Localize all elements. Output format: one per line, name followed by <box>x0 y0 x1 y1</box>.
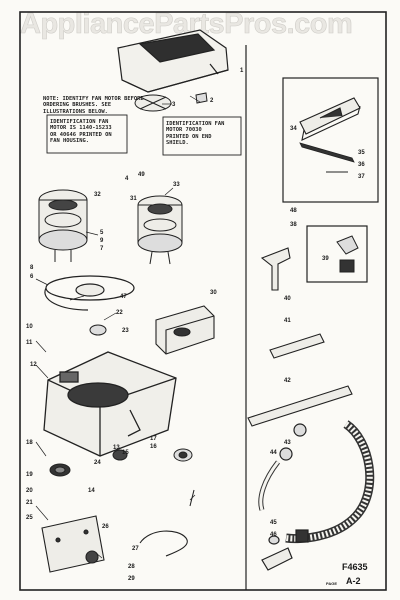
wheel-part <box>112 449 128 461</box>
callout-7: 7 <box>100 246 104 252</box>
callout-37: 37 <box>358 174 365 180</box>
callout-4: 4 <box>125 176 129 182</box>
callout-24: 24 <box>94 460 101 466</box>
callout-1: 1 <box>240 68 244 74</box>
callout-6: 6 <box>30 274 34 280</box>
motor-left-part <box>38 189 88 262</box>
callout-17: 17 <box>150 436 157 442</box>
hose-part <box>258 420 375 571</box>
brush-box <box>282 77 379 203</box>
callout-39: 39 <box>322 256 329 262</box>
callout-22: 22 <box>116 310 123 316</box>
callout-46: 46 <box>270 532 277 538</box>
callout-3: 3 <box>172 102 176 108</box>
callout-34: 34 <box>290 126 297 132</box>
gasket-part <box>44 275 135 311</box>
callout-8: 8 <box>30 265 34 271</box>
callout-31: 31 <box>130 196 137 202</box>
caster-part <box>49 463 71 477</box>
callout-16: 16 <box>150 444 157 450</box>
callout-23: 23 <box>122 328 129 334</box>
callout-45: 45 <box>270 520 277 526</box>
top-housing-part <box>117 29 229 93</box>
fan-part <box>134 92 208 112</box>
motor-right-note: IDENTIFICATION FAN MOTOR 70030 PRINTED O… <box>166 121 225 146</box>
dust-nozzle-part <box>260 247 291 291</box>
callout-47: 47 <box>120 294 127 300</box>
motor-left-note: IDENTIFICATION FAN MOTOR IS 1140-15233 O… <box>50 119 112 144</box>
crevice-brush-part <box>299 142 355 163</box>
callout-28: 28 <box>128 564 135 570</box>
nozzle-box <box>306 225 368 283</box>
callout-38: 38 <box>290 222 297 228</box>
callout-48: 48 <box>290 208 297 214</box>
switch-plate-part <box>41 515 105 573</box>
callout-10: 10 <box>26 324 33 330</box>
callout-14: 14 <box>88 488 95 494</box>
bushing-part <box>89 324 193 462</box>
callout-35: 35 <box>358 150 365 156</box>
callout-30: 30 <box>210 290 217 296</box>
motor-identify-note: NOTE: IDENTIFY FAN MOTOR BEFORE ORDERING… <box>43 96 144 115</box>
callout-26: 26 <box>102 524 109 530</box>
callout-33: 33 <box>173 182 180 188</box>
leader-lines <box>35 95 201 559</box>
callout-27: 27 <box>132 546 139 552</box>
motor-note-left-frame <box>46 114 128 154</box>
filter-panel-part <box>155 305 215 355</box>
motor-right-part <box>137 195 183 265</box>
callout-49: 49 <box>138 172 145 178</box>
callout-25: 25 <box>26 515 33 521</box>
callout-29: 29 <box>128 576 135 582</box>
callout-32: 32 <box>94 192 101 198</box>
tank-body-part <box>43 351 177 457</box>
callout-41: 41 <box>284 318 291 324</box>
callout-20: 20 <box>26 488 33 494</box>
callout-21: 21 <box>26 500 33 506</box>
figure-code: F4635 <box>342 562 368 572</box>
floor-brush-part <box>299 97 361 141</box>
sheet-border <box>19 11 387 591</box>
callout-5: 5 <box>100 230 104 236</box>
callout-44: 44 <box>270 450 277 456</box>
callout-18: 18 <box>26 440 33 446</box>
wand-41-part <box>269 333 325 359</box>
callout-42: 42 <box>284 378 291 384</box>
sheet-label: A-2 <box>346 576 361 586</box>
callout-19: 19 <box>26 472 33 478</box>
callout-13: 13 <box>113 445 120 451</box>
callout-40: 40 <box>284 296 291 302</box>
wand-42-part <box>247 385 353 427</box>
callout-12: 12 <box>30 362 37 368</box>
callout-2: 2 <box>210 98 214 104</box>
callout-11: 11 <box>26 340 33 346</box>
callout-15: 15 <box>122 450 129 456</box>
upholstery-nozzle-part <box>336 235 359 273</box>
motor-note-right-frame <box>162 116 242 156</box>
sheet-prefix: PAGE <box>326 581 338 586</box>
callout-36: 36 <box>358 162 365 168</box>
cord-part <box>139 530 188 557</box>
callout-43: 43 <box>284 440 291 446</box>
callout-9: 9 <box>100 238 104 244</box>
